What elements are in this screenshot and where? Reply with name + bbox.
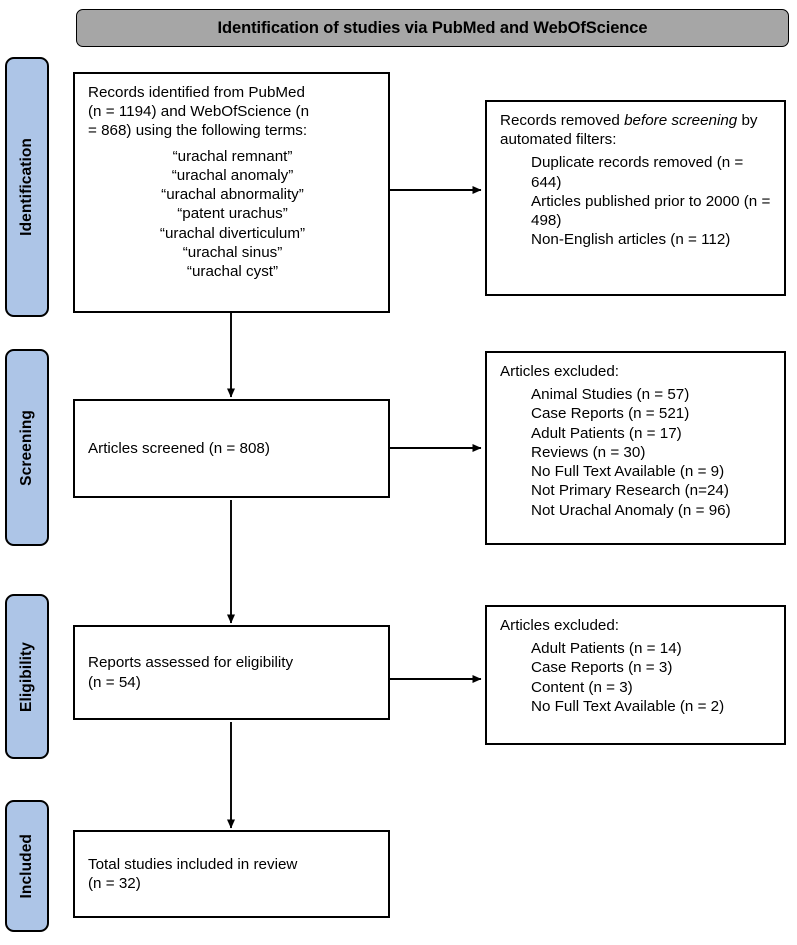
screening-excluded-header: Articles excluded: [500,363,620,380]
screening-excluded-item-7: Not Urachal Anomaly (n = 96) [531,501,731,519]
box-total-included: Total studies included in review (n = 32… [73,830,390,918]
box-screening-excluded: Articles excluded: Animal Studies (n = 5… [485,351,786,545]
phase-tab-identification-label: Identification [18,138,35,236]
phase-tab-included-label: Included [18,833,35,899]
box-articles-screened: Articles screened (n = 808) [73,399,390,498]
box-records-identified: Records identified from PubMed (n = 1194… [73,72,390,313]
records-identified-line-1: Records identified from PubMed [88,84,305,101]
search-term-3: “urachal abnormality” [161,186,304,204]
search-term-7: “urachal cyst” [186,262,279,280]
eligibility-excluded-item-2: Case Reports (n = 3) [531,659,673,677]
phase-tab-screening-label: Screening [18,409,35,486]
box-eligibility-excluded: Articles excluded: Adult Patients (n = 1… [485,605,786,745]
box-reports-assessed: Reports assessed for eligibility (n = 54… [73,625,390,720]
records-removed-item-2: Articles published prior to 2000 (n = 49… [531,192,771,230]
screening-excluded-item-4: Reviews (n = 30) [531,443,646,461]
phase-tab-eligibility[interactable]: Eligibility [5,594,49,759]
diagram-title-text: Identification of studies via PubMed and… [217,18,648,37]
diagram-title-banner: Identification of studies via PubMed and… [76,9,789,47]
screening-excluded-item-3: Adult Patients (n = 17) [531,424,682,442]
records-removed-header-italic: before screening [624,112,738,129]
screening-excluded-item-5: No Full Text Available (n = 9) [531,463,725,481]
screening-excluded-item-1: Animal Studies (n = 57) [531,386,690,404]
box-screening-excluded-text: Articles excluded: Animal Studies (n = 5… [500,362,773,520]
records-identified-line-2: (n = 1194) and WebOfScience (n [88,103,310,121]
box-records-identified-text: Records identified from PubMed (n = 1194… [88,83,377,281]
records-identified-line-3: = 868) using the following terms: [88,122,308,140]
phase-tab-screening[interactable]: Screening [5,349,49,546]
search-term-5: “urachal diverticulum” [159,224,306,242]
records-removed-item-1: Duplicate records removed (n = 644) [531,154,744,191]
box-eligibility-excluded-text: Articles excluded: Adult Patients (n = 1… [500,616,773,716]
reports-assessed-line-2: (n = 54) [88,673,141,691]
phase-tab-identification[interactable]: Identification [5,57,49,317]
reports-assessed-line-1: Reports assessed for eligibility [88,654,294,672]
records-removed-header: Records removed before screening by auto… [500,111,773,149]
records-removed-items: Duplicate records removed (n = 644) Arti… [500,153,773,249]
screening-excluded-item-2: Case Reports (n = 521) [531,405,690,423]
box-records-removed-before-screening: Records removed before screening by auto… [485,100,786,296]
eligibility-excluded-item-1: Adult Patients (n = 14) [531,640,682,658]
eligibility-excluded-item-4: No Full Text Available (n = 2) [531,697,725,715]
records-removed-item-3: Non-English articles (n = 112) [531,231,731,249]
box-articles-screened-text: Articles screened (n = 808) [88,439,270,458]
records-removed-header-post: by automated filters: [500,112,758,149]
eligibility-excluded-header: Articles excluded: [500,617,620,634]
box-total-included-text: Total studies included in review (n = 32… [88,855,297,893]
search-terms-list: “urachal remnant” “urachal anomaly” “ura… [88,147,377,282]
eligibility-excluded-items: Adult Patients (n = 14) Case Reports (n … [500,639,773,716]
search-term-2: “urachal anomaly” [171,166,294,184]
phase-tab-included[interactable]: Included [5,800,49,932]
box-reports-assessed-text: Reports assessed for eligibility (n = 54… [88,653,293,691]
total-included-line-1: Total studies included in review [88,855,298,873]
screening-excluded-item-6: Not Primary Research (n=24) [531,482,729,500]
records-removed-header-pre: Records removed [500,112,625,129]
search-term-4: “patent urachus” [177,205,288,223]
screening-excluded-items: Animal Studies (n = 57) Case Reports (n … [500,385,773,520]
articles-screened-line-1: Articles screened (n = 808) [88,439,270,457]
eligibility-excluded-item-3: Content (n = 3) [531,678,633,696]
search-term-6: “urachal sinus” [182,243,283,261]
total-included-line-2: (n = 32) [88,875,141,892]
box-records-removed-text: Records removed before screening by auto… [500,111,773,250]
phase-tab-eligibility-label: Eligibility [18,641,35,712]
search-term-1: “urachal remnant” [172,147,293,165]
